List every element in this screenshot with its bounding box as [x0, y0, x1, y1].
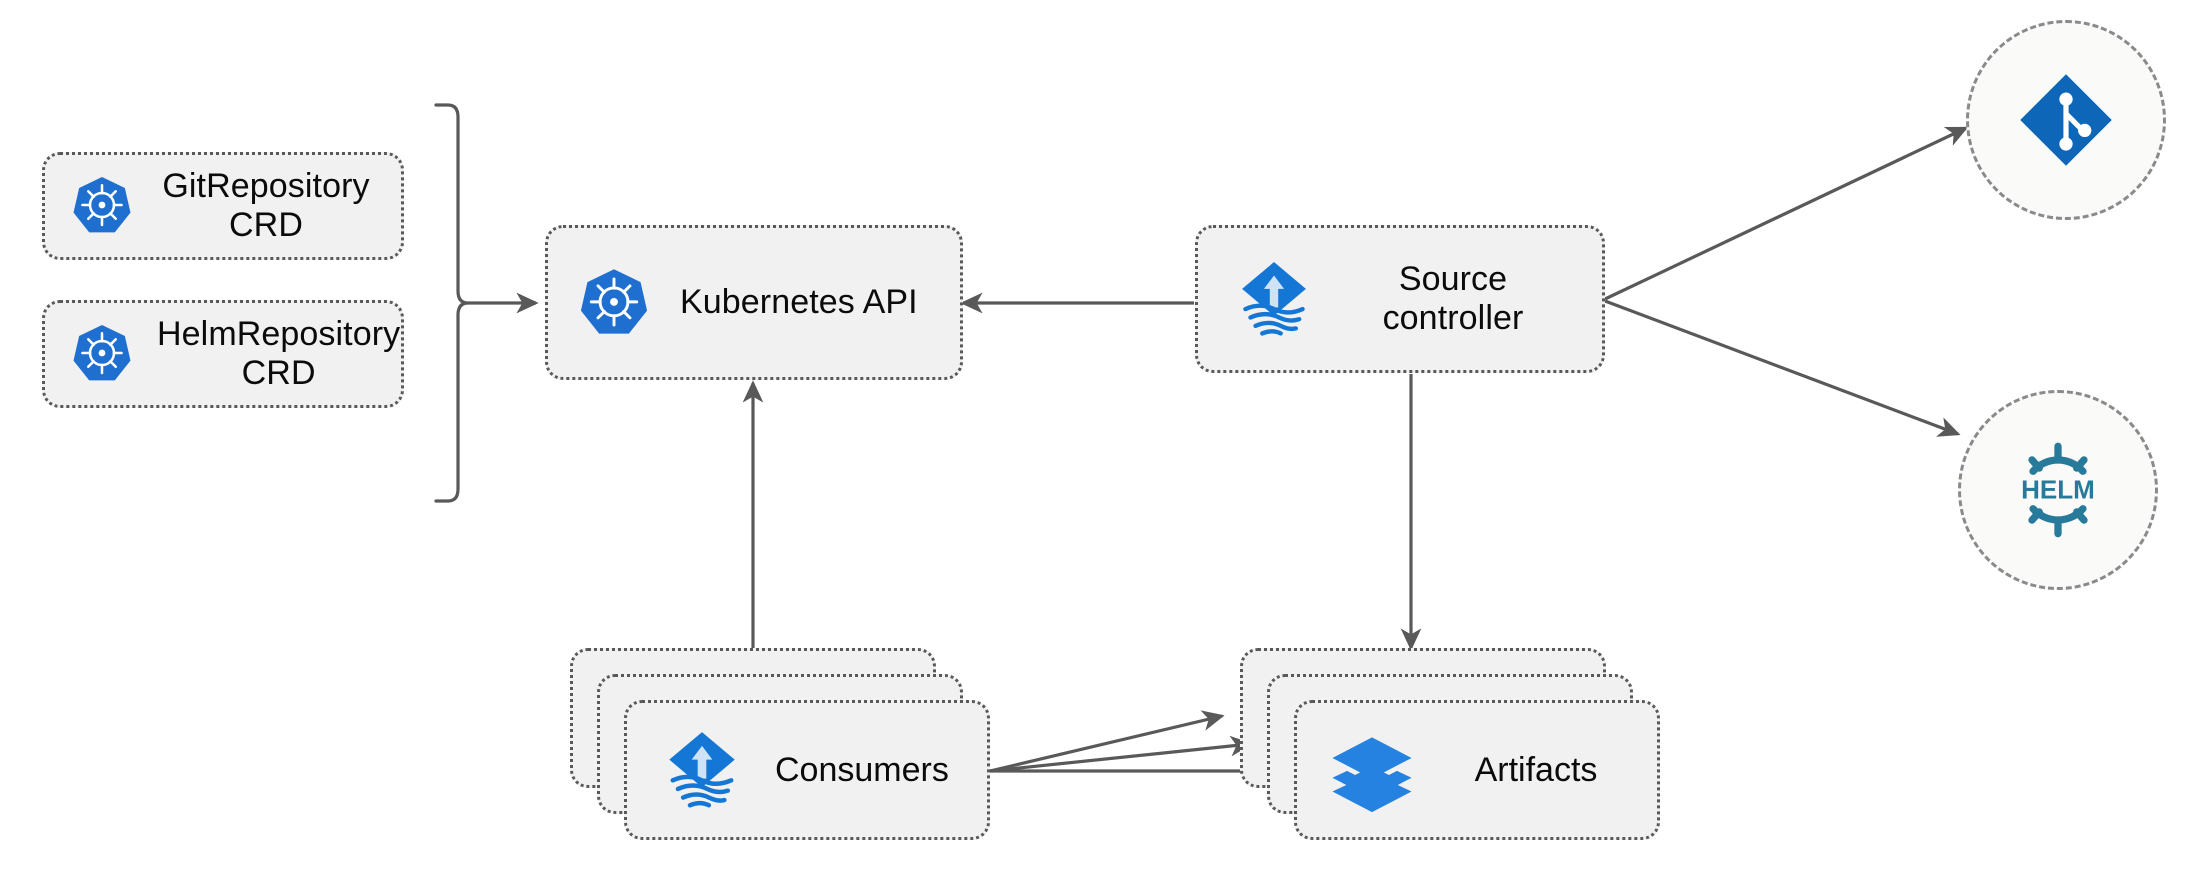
node-git-source[interactable]: [1966, 20, 2166, 220]
helm-wordmark: HELM: [2021, 474, 2095, 504]
edge-source-to-helm: [1604, 299, 1961, 437]
crd-group-bracket: [434, 103, 470, 503]
node-label: Artifacts: [1474, 750, 1598, 789]
kubernetes-icon: [71, 175, 133, 237]
git-icon: [2014, 68, 2118, 172]
node-label: GitRepository CRD: [162, 166, 370, 244]
kubernetes-icon: [578, 267, 650, 339]
node-kubernetes-api[interactable]: Kubernetes API: [545, 225, 963, 380]
kubernetes-icon: [71, 323, 133, 385]
node-helm-source[interactable]: HELM: [1958, 390, 2158, 590]
node-consumers[interactable]: Consumers: [570, 648, 990, 848]
node-label: Consumers: [775, 750, 949, 789]
flux-icon: [659, 727, 745, 813]
node-git-repository-crd[interactable]: GitRepository CRD: [42, 152, 404, 260]
layers-icon: [1329, 727, 1415, 813]
artifacts-sheet-front[interactable]: Artifacts: [1294, 700, 1660, 840]
node-label: HelmRepository CRD: [157, 314, 401, 392]
consumers-sheet-front[interactable]: Consumers: [624, 700, 990, 840]
helm-icon: HELM: [2006, 438, 2110, 542]
flux-icon: [1232, 257, 1316, 341]
edge-consumers-to-artifact-2: [989, 735, 1253, 773]
node-artifacts[interactable]: Artifacts: [1240, 648, 1660, 848]
node-source-controller[interactable]: Source controller: [1195, 225, 1605, 373]
edge-consumers-to-artifact-1: [989, 710, 1225, 773]
node-label: Source controller: [1382, 259, 1524, 337]
node-label: Kubernetes API: [680, 282, 918, 321]
edge-source-to-git: [1604, 126, 1969, 301]
node-helm-repository-crd[interactable]: HelmRepository CRD: [42, 300, 404, 408]
